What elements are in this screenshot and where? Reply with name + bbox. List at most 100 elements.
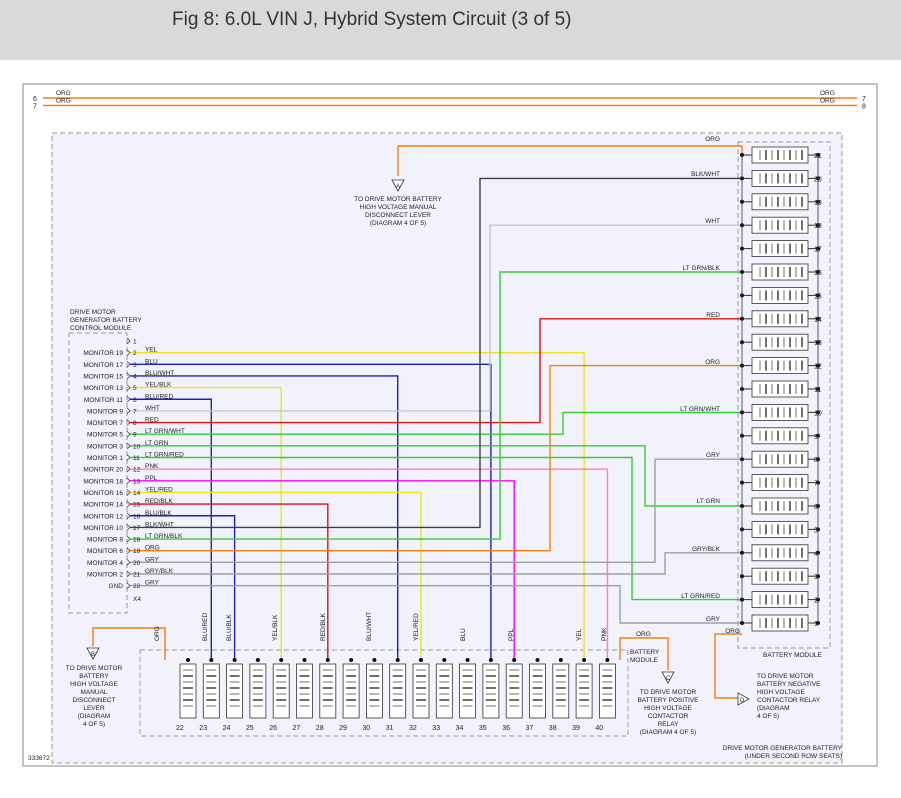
module-pin-number: 11 [133, 455, 140, 462]
module-pin-label: MONITOR 16 [83, 490, 123, 497]
wire-to-bottom-cell [130, 351, 585, 660]
wire-to-bottom-cell [130, 503, 329, 660]
connector-caption: DISCONNECT LEVER [365, 212, 431, 219]
module-pin-number: 21 [133, 572, 141, 579]
pin-arrow [126, 372, 131, 380]
module-pin-number: 13 [133, 478, 141, 485]
connector-caption: (DIAGRAM [78, 713, 111, 720]
cell-terminal [442, 658, 447, 662]
module-wire-color: LT GRN/WHT [145, 428, 185, 435]
connector-b-icon [86, 647, 100, 660]
module-title: DRIVE MOTOR [70, 309, 116, 316]
pin-arrow [126, 489, 131, 496]
right-wire-label: GRY [706, 616, 721, 623]
module-pin-number: 5 [133, 385, 137, 392]
connector-caption: 4 OF 5) [757, 713, 779, 720]
right-cell-number: 18 [814, 223, 822, 230]
right-cell-number: 20 [814, 176, 822, 183]
right-cell-number: 3 [814, 574, 818, 581]
right-cell-number: 10 [814, 410, 822, 417]
bottom-wire-label: RED/BLK [320, 613, 327, 641]
module-pin-number: 7 [133, 408, 137, 415]
right-cell-number: 15 [814, 293, 822, 300]
battery-cell-right [751, 333, 809, 351]
connector-caption: DISCONNECT [73, 697, 116, 704]
bottom-cell-number: 29 [339, 725, 347, 732]
battery-cell-right [751, 614, 809, 632]
module-pin-number: 4 [133, 373, 137, 380]
bottom-cell-number: 24 [223, 725, 231, 732]
battery-cell-right [751, 567, 809, 585]
wire-to-right-cell [130, 271, 742, 540]
battery-module-label-lower: MODULE [630, 657, 658, 664]
pin-arrow [126, 512, 131, 519]
cell-terminal [279, 658, 284, 662]
right-cell-number: 13 [814, 340, 822, 347]
battery-cell-bottom [435, 663, 453, 719]
module-pin-label: MONITOR 12 [83, 513, 123, 520]
battery-cell-bottom [179, 663, 197, 719]
connector-caption: TO DRIVE MOTOR [640, 689, 697, 696]
right-wire-label: RED [706, 312, 720, 319]
battery-cell-bottom [272, 663, 290, 719]
battery-cell-bottom [529, 663, 546, 719]
connector-caption: HIGH VOLTAGE [70, 681, 118, 688]
battery-cell-bottom [552, 663, 570, 719]
connector-c-icon [661, 671, 675, 684]
wire-to-bottom-cell [130, 363, 492, 660]
cell-terminal [605, 658, 610, 662]
module-pin-label: MONITOR 2 [87, 572, 123, 579]
module-wire-color: BLU [145, 358, 158, 365]
battery-cell-bottom [342, 663, 360, 719]
module-pin-number: 9 [133, 432, 137, 439]
connector-caption: CONTACTOR RELAY [757, 697, 821, 704]
connector-caption: TO DRIVE MOTOR [66, 665, 123, 672]
bottom-wire-label: BLU/RED [202, 613, 209, 641]
right-wire-label: LT GRN/RED [681, 593, 720, 600]
module-pin-label: MONITOR 8 [87, 537, 123, 544]
right-battery-module [737, 141, 831, 649]
cell-terminal [325, 658, 330, 662]
module-pin-label: MONITOR 15 [83, 373, 123, 380]
module-wire-color: PPL [145, 475, 158, 482]
battery-caption: (UNDER SECOND ROW SEATS) [745, 753, 842, 760]
cell-terminal [512, 658, 517, 662]
page-title: Fig 8: 6.0L VIN J, Hybrid System Circuit… [172, 9, 572, 30]
module-pin-number: 10 [133, 443, 141, 450]
connector-caption: (DIAGRAM [757, 705, 790, 712]
cell-terminal [419, 658, 423, 662]
pin-arrow [126, 500, 131, 508]
top-wire-pin-left: 7 [33, 104, 37, 111]
bottom-wire-label: BLU/BLK [226, 614, 233, 641]
battery-cell-bottom [249, 663, 267, 719]
pin-arrow [126, 570, 131, 578]
connector-letter: B [91, 652, 95, 658]
battery-cell-bottom [505, 663, 523, 719]
pin-arrow [126, 361, 131, 368]
module-pin-number: 14 [133, 490, 141, 497]
right-cell-number: 6 [814, 504, 818, 511]
wire-to-right-cell [130, 177, 742, 529]
module-title: CONTROL MODULE [70, 325, 132, 332]
right-cell-number: 8 [814, 457, 818, 464]
battery-cell-right [751, 380, 809, 398]
connector-caption: MANUAL [80, 689, 107, 696]
wire-to-bottom-cell [130, 398, 213, 660]
pin-arrow [126, 582, 131, 589]
battery-cell-bottom [365, 663, 383, 719]
bottom-cell-number: 30 [362, 725, 370, 732]
wire-to-bottom-cell [130, 491, 422, 660]
pin-arrow [126, 430, 131, 438]
right-wire-label: LT GRN/BLK [683, 265, 721, 272]
module-pin-label: MONITOR 11 [84, 397, 124, 404]
connector-caption: (DIAGRAM 4 OF 5) [370, 220, 426, 227]
wire-to-right-cell [130, 364, 742, 552]
battery-caption: DRIVE MOTOR GENERATOR BATTERY [723, 745, 843, 752]
battery-cell-right [751, 240, 809, 258]
battery-cell-right [751, 357, 809, 375]
bottom-cell-number: 25 [246, 725, 254, 732]
connector-caption: HIGH VOLTAGE [757, 689, 805, 696]
cell-terminal [535, 658, 540, 662]
wire-to-right-cell [130, 445, 742, 507]
wire-org-c [619, 637, 669, 670]
